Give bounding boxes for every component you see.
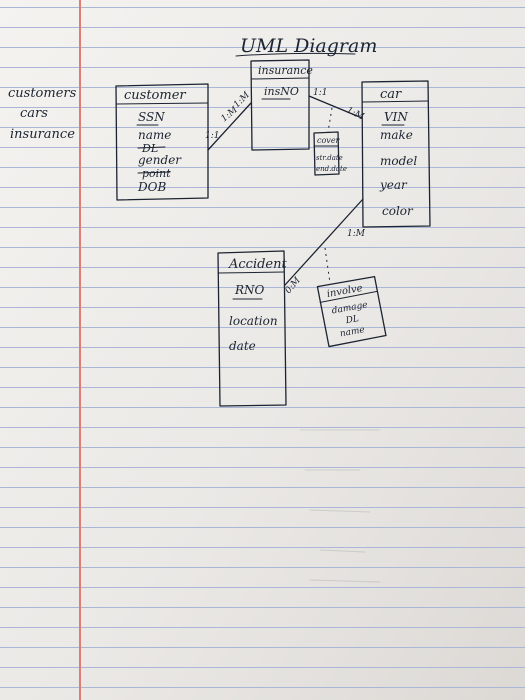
involve-attr-damage: damage xyxy=(331,300,368,316)
customer-attr-dob: DOB xyxy=(137,180,166,194)
entity-car-name: car xyxy=(380,87,402,102)
entity-customer-name: customer xyxy=(124,88,186,103)
car-attr-color: color xyxy=(382,204,414,218)
entity-accident: Accident RNO location date xyxy=(217,250,287,407)
mult-insurance-car: 1:1 xyxy=(313,88,327,98)
car-attr-vin: VIN xyxy=(384,110,408,124)
car-attr-make: make xyxy=(380,128,413,142)
relation-customer-insurance xyxy=(207,102,252,151)
dash-insurance-car-to-cover xyxy=(327,107,333,133)
margin-note-cars: cars xyxy=(20,106,48,121)
margin-line xyxy=(79,0,81,700)
mult-car-accident-bottom: 0:M xyxy=(284,275,304,296)
mult-customer-insurance: 1:1 xyxy=(205,131,219,141)
accident-attr-date: date xyxy=(229,339,256,353)
cover-attr-start-date: str.date xyxy=(316,154,343,162)
cover-attr-end-date: end.date xyxy=(316,165,347,173)
diagram-title: UML Diagram xyxy=(240,35,377,57)
entity-insurance: insurance insNO xyxy=(250,59,313,151)
margin-note-insurance: insurance xyxy=(10,127,75,142)
entity-cover: cover str.date end.date xyxy=(313,131,347,176)
involve-attr-dl: DL xyxy=(344,314,360,326)
customer-attr-name: name xyxy=(138,128,171,142)
car-attr-model: model xyxy=(380,154,417,168)
accident-attr-location: location xyxy=(229,314,278,328)
title-underline xyxy=(235,52,356,57)
entity-insurance-name: insurance xyxy=(258,64,313,77)
customer-attr-ssn: SSN xyxy=(138,110,165,124)
entity-customer: customer SSN name DL gender point DOB xyxy=(115,83,209,201)
accident-attr-rno: RNO xyxy=(234,283,265,297)
entity-involve: involve damage DL name xyxy=(316,275,387,348)
mult-customer-insurance-upper: 1:M xyxy=(232,90,252,110)
entity-car: car VIN make model year color xyxy=(361,80,431,228)
relation-insurance-car xyxy=(308,95,363,119)
customer-attr-gender: gender xyxy=(138,153,182,167)
entity-accident-name: Accident xyxy=(228,257,287,272)
customer-attr-point: point xyxy=(142,167,171,180)
customer-attr-dl: DL xyxy=(141,142,158,155)
entity-cover-name: cover xyxy=(317,136,341,145)
involve-attr-name: name xyxy=(339,325,365,339)
mult-car-accident-top: 1:M xyxy=(347,229,366,239)
margin-note-customers: customers xyxy=(8,86,77,101)
bleed-through-marks xyxy=(299,429,381,583)
relation-car-accident xyxy=(284,198,364,286)
insurance-attr-insno: insNO xyxy=(264,85,299,98)
dash-car-accident-to-involve xyxy=(324,247,331,284)
car-attr-year: year xyxy=(379,178,408,192)
